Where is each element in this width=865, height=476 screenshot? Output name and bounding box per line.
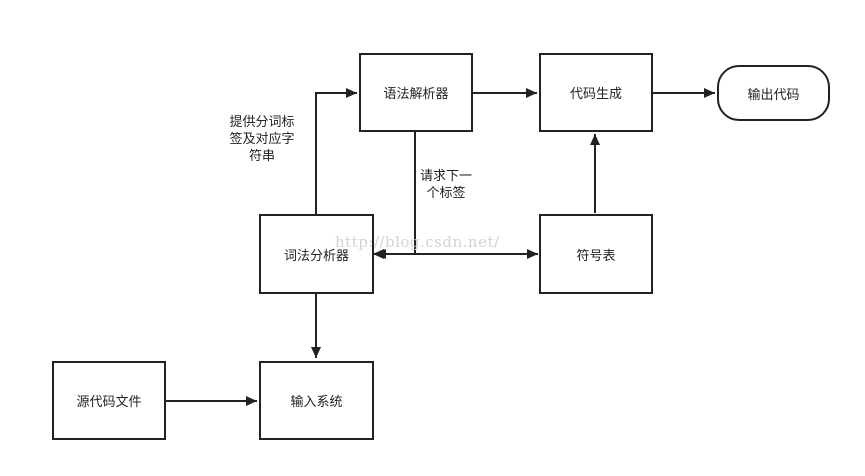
lexer-to-parser-edge-label: 提供分词标 签及对应字 符串: [229, 115, 295, 164]
source-file-node: 源代码文件: [52, 361, 166, 440]
source-file-label: 源代码文件: [76, 395, 142, 410]
parser-label: 语法解析器: [383, 87, 449, 102]
input-system-label: 输入系统: [290, 395, 343, 410]
input-system-node: 输入系统: [259, 361, 374, 440]
parser-to-lexer-edge-label: 请求下一 个标签: [419, 169, 472, 201]
output-node: 输出代码: [717, 65, 830, 121]
edge-lexer-to-parser: [315, 88, 357, 214]
lexer-node: 词法分析器: [259, 214, 374, 294]
symbol-table-label: 符号表: [576, 248, 616, 264]
parser-node: 语法解析器: [359, 53, 473, 132]
watermark: http://blog.csdn.net/: [335, 233, 500, 251]
symbol-table-node: 符号表: [539, 214, 653, 294]
lexer-label: 词法分析器: [283, 248, 349, 264]
codegen-label: 代码生成: [569, 87, 622, 102]
codegen-node: 代码生成: [539, 53, 653, 132]
output-label: 输出代码: [747, 87, 800, 103]
